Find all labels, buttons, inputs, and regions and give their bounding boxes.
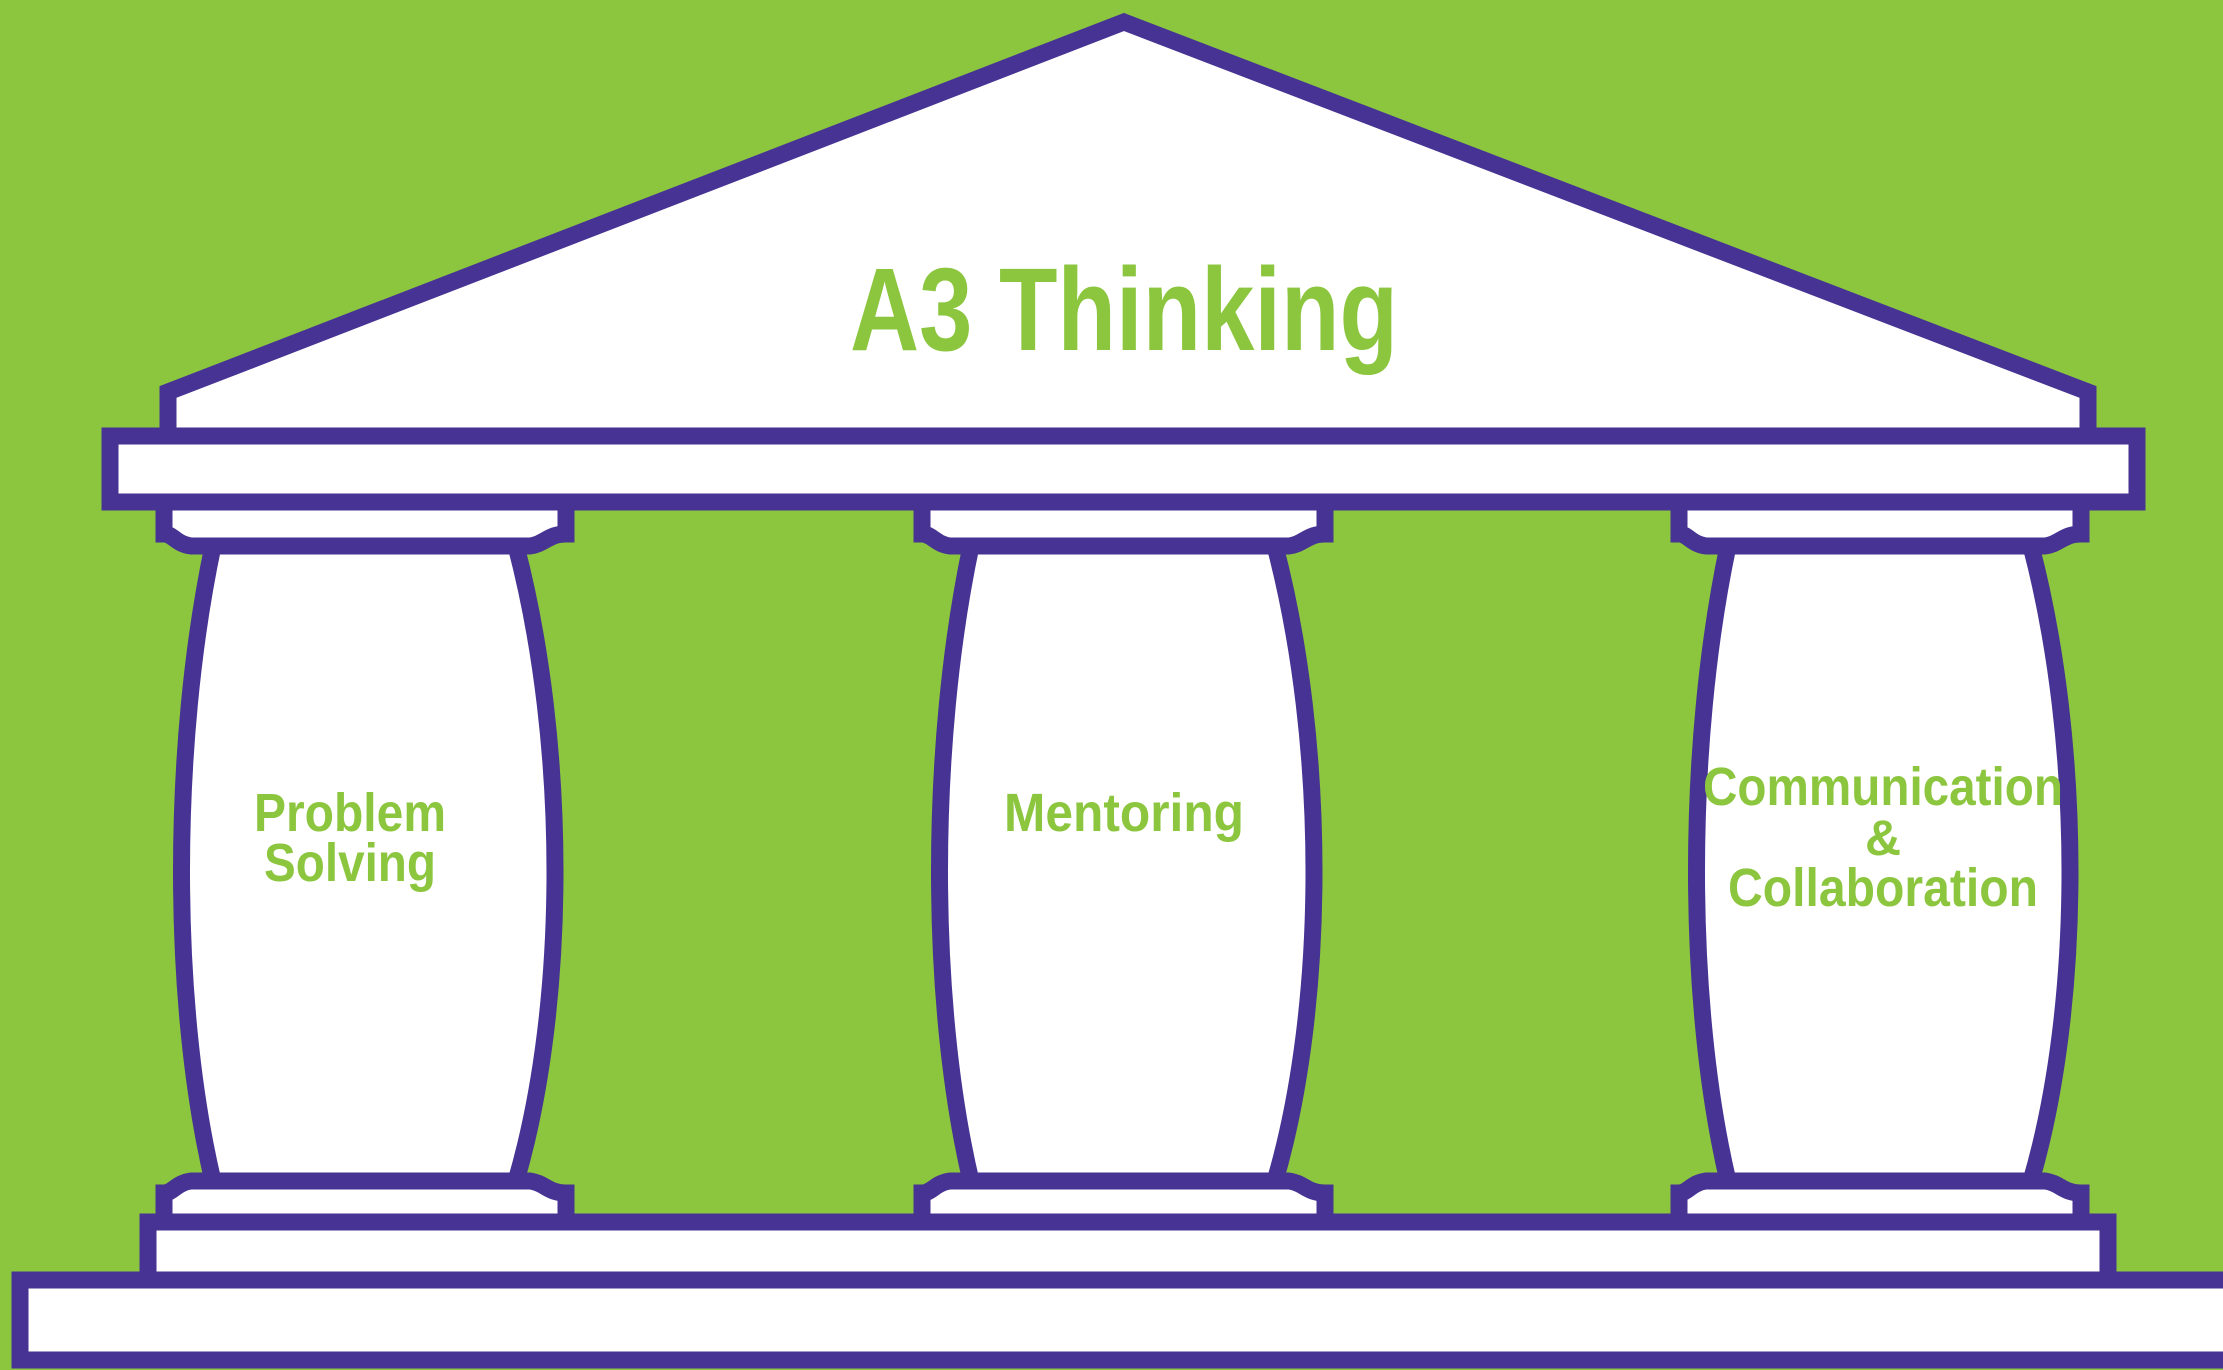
pillar-3-label-line-1: Communication [1703, 757, 2063, 817]
pillar-2-shape [913, 493, 1334, 1231]
temple-base-lower-step [11, 1271, 2223, 1369]
temple-base-upper-step [139, 1213, 2117, 1289]
pillar-1-label-line-2: Solving [264, 833, 436, 893]
diagram-title: A3 Thinking [850, 244, 1398, 376]
pillar-3-label-line-3: Collaboration [1728, 858, 2038, 918]
pillar-1-label-line-1: Problem [254, 783, 446, 843]
pillar-1-shape [155, 493, 575, 1231]
pillar-3-label-line-2: & [1865, 810, 1901, 866]
temple-entablature [101, 427, 2146, 511]
pillar-2-label: Mentoring [1004, 783, 1244, 843]
